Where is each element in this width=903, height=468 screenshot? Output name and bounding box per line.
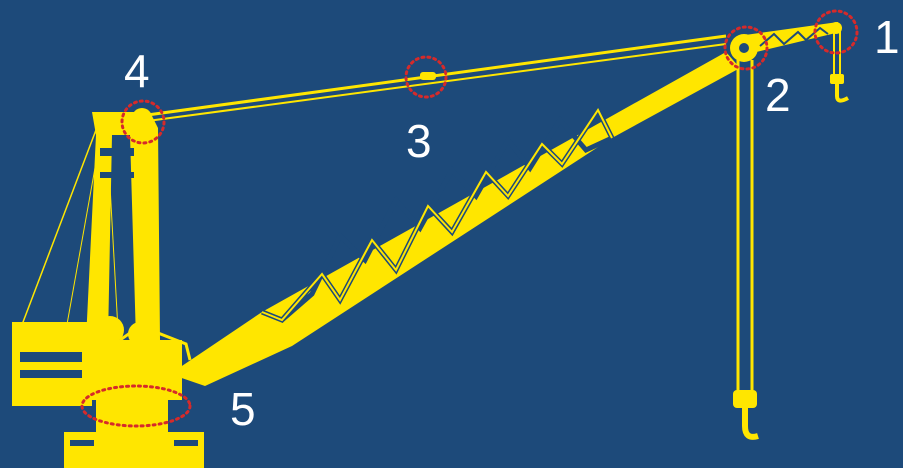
callout-4-label: 4 bbox=[124, 45, 150, 97]
auxiliary-hoist bbox=[830, 22, 849, 103]
a-frame-mast bbox=[19, 108, 160, 340]
callout-2-label: 2 bbox=[765, 69, 791, 121]
callout-1-label: 1 bbox=[874, 11, 900, 63]
machinery-house bbox=[12, 316, 204, 468]
pendant-lines bbox=[139, 34, 727, 123]
marker-5-ellipse bbox=[80, 384, 192, 428]
marker-1-circle bbox=[813, 9, 859, 55]
main-hoist bbox=[730, 34, 759, 440]
marker-2-circle bbox=[723, 25, 769, 71]
marker-3-circle bbox=[404, 55, 448, 99]
marker-4-circle bbox=[120, 99, 166, 145]
callout-5-label: 5 bbox=[230, 383, 256, 435]
callout-3-label: 3 bbox=[406, 115, 432, 167]
main-boom bbox=[170, 52, 740, 386]
